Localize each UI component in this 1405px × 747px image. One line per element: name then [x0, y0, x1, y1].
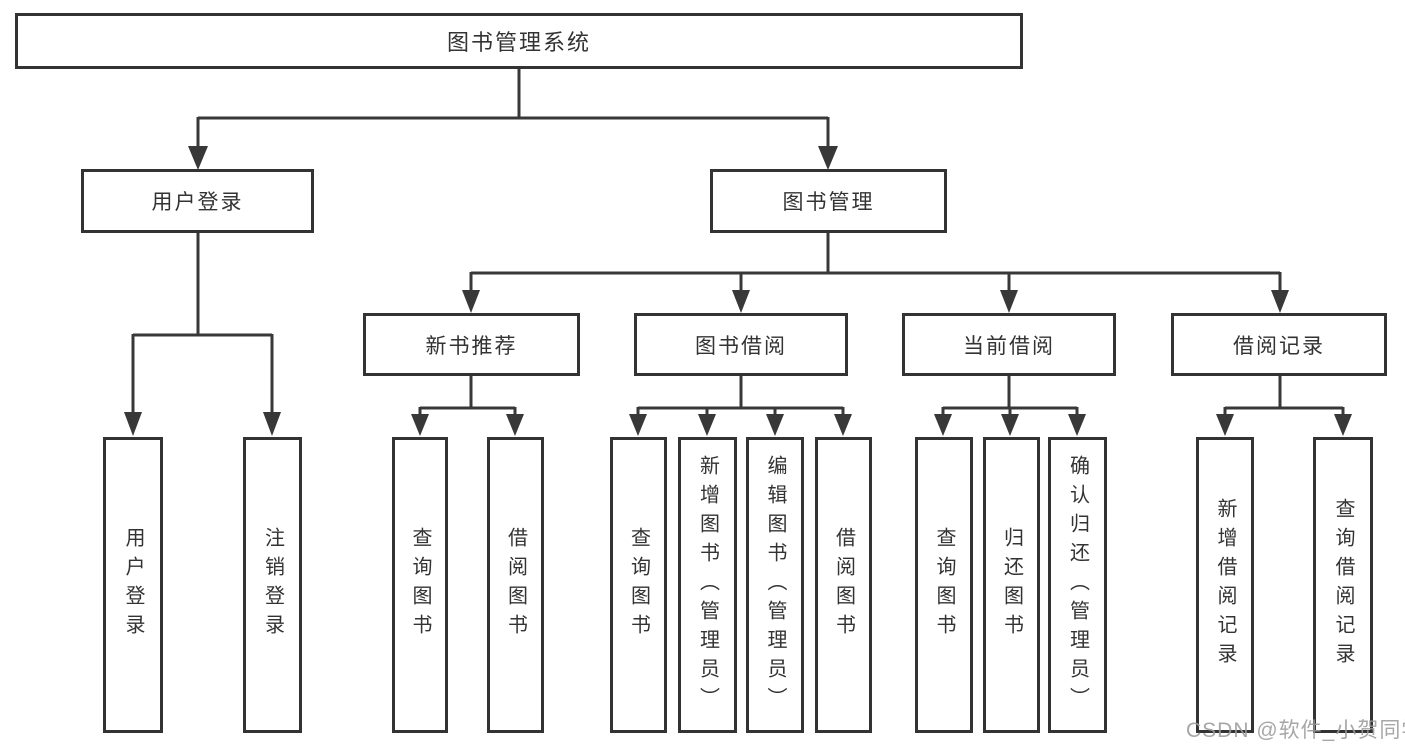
leaf-borrow-books-2: 借阅图书 — [815, 437, 872, 733]
leaf-borrow-books-1: 借阅图书 — [487, 437, 544, 733]
leaf-query-books-3: 查询图书 — [915, 437, 973, 733]
node-root-library-system: 图书管理系统 — [15, 13, 1023, 69]
leaf-edit-books-admin: 编辑图书（管理员） — [746, 437, 804, 733]
node-new-book-recommendation: 新书推荐 — [363, 313, 580, 376]
node-user-login: 用户登录 — [81, 169, 314, 233]
connector-book-borrow-to-leaves — [629, 375, 852, 436]
node-book-borrowing: 图书借阅 — [634, 313, 848, 376]
leaf-query-books-1: 查询图书 — [392, 437, 448, 733]
leaf-query-books-2: 查询图书 — [610, 437, 667, 733]
leaf-user-login: 用户登录 — [103, 437, 163, 733]
leaf-confirm-return-admin: 确认归还（管理员） — [1048, 437, 1107, 733]
connector-book-mgmt-to-level3 — [462, 232, 1289, 313]
node-borrowing-records: 借阅记录 — [1171, 313, 1387, 376]
leaf-add-books-admin: 新增图书（管理员） — [678, 437, 737, 733]
connector-root-to-level2 — [188, 69, 838, 170]
node-current-borrowing: 当前借阅 — [902, 313, 1116, 376]
csdn-watermark: CSDN @软件_小贺同学 — [1186, 719, 1405, 742]
leaf-add-borrow-record: 新增借阅记录 — [1196, 437, 1254, 733]
connector-borrow-records-to-leaves — [1216, 375, 1352, 436]
connector-new-book-rec-to-leaves — [411, 375, 524, 436]
leaf-query-borrow-record: 查询借阅记录 — [1313, 437, 1373, 733]
connector-current-borrow-to-leaves — [934, 375, 1086, 436]
connector-user-login-to-leaves — [124, 232, 281, 436]
leaf-return-books: 归还图书 — [983, 437, 1040, 733]
node-book-management: 图书管理 — [710, 169, 947, 233]
leaf-logout: 注销登录 — [243, 437, 302, 733]
